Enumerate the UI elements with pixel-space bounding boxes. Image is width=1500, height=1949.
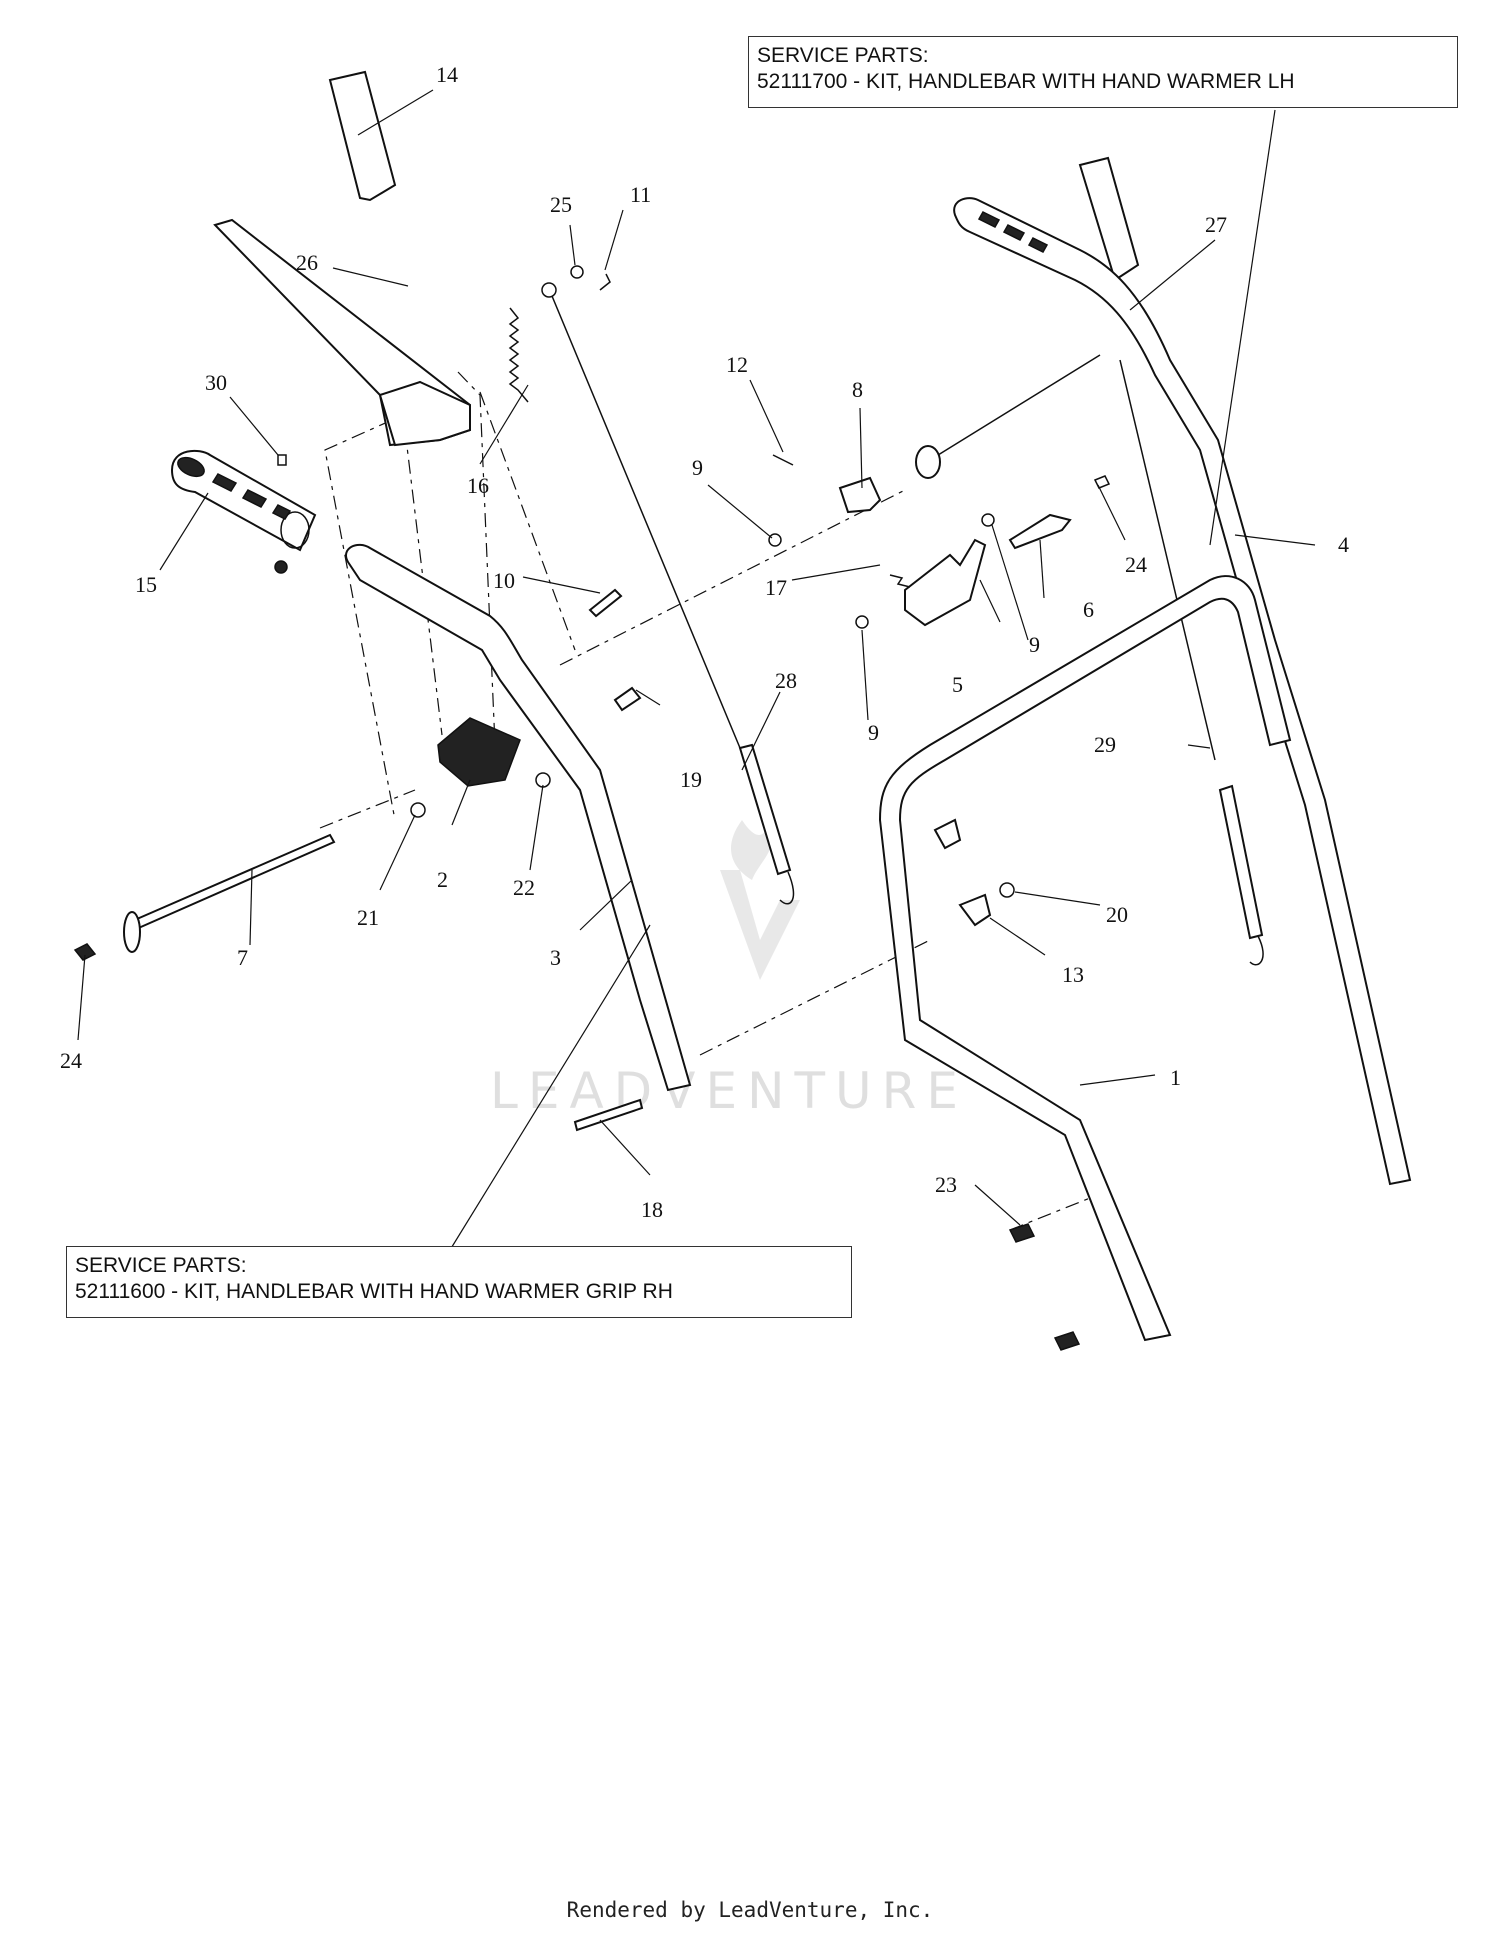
callout-2: 2 (437, 867, 448, 892)
callout-14: 14 (436, 62, 458, 87)
callout-9-b: 9 (1029, 632, 1040, 657)
callout-22: 22 (513, 875, 535, 900)
part-6-pin (1008, 513, 1072, 550)
service-parts-rh-line: 52111600 - KIT, HANDLEBAR WITH HAND WARM… (75, 1280, 673, 1303)
callout-18: 18 (641, 1197, 663, 1222)
part-19-pin (613, 686, 642, 712)
part-15-heated-grip (170, 449, 317, 574)
part-28-cable (541, 282, 795, 905)
service-parts-lh-line: 52111700 - KIT, HANDLEBAR WITH HAND WARM… (757, 70, 1295, 93)
service-parts-rh-box: SERVICE PARTS: 52111600 - KIT, HANDLEBAR… (66, 1246, 852, 1318)
callout-26: 26 (296, 250, 318, 275)
part-24-screw-right (1093, 475, 1111, 489)
part-24-screw-left (73, 943, 97, 961)
callout-12: 12 (726, 352, 748, 377)
callout-1: 1 (1170, 1065, 1181, 1090)
callout-24-a: 24 (60, 1048, 82, 1073)
part-7-rod (123, 833, 336, 953)
part-23-bolt (1008, 1223, 1036, 1243)
part-1-lower-frame (878, 575, 1292, 1342)
part-22-washer (535, 772, 551, 788)
watermark-text: LEADVENTURE (490, 1062, 968, 1120)
part-9-washer-b (981, 513, 995, 527)
part-20-washer (999, 882, 1015, 898)
callout-24-b: 24 (1125, 552, 1147, 577)
callout-10: 10 (493, 568, 515, 593)
part-4-handlebar-lh (915, 156, 1412, 1186)
callout-13: 13 (1062, 962, 1084, 987)
part-10-pin (588, 588, 623, 618)
part-11-clip (599, 273, 611, 291)
callout-9-a: 9 (692, 455, 703, 480)
callout-6: 6 (1083, 597, 1094, 622)
part-8-knob (838, 476, 882, 514)
part-21-washer (410, 802, 426, 818)
callout-15: 15 (135, 572, 157, 597)
part-5-bracket (904, 538, 987, 627)
part-30-screw (277, 454, 287, 466)
callout-4: 4 (1338, 532, 1349, 557)
callout-9-c: 9 (868, 720, 879, 745)
service-parts-lh-box: SERVICE PARTS: 52111700 - KIT, HANDLEBAR… (748, 36, 1458, 108)
callout-labels: 14 26 25 11 30 16 15 12 8 9 17 10 28 19 … (60, 62, 1349, 1222)
callout-29: 29 (1094, 732, 1116, 757)
part-18-bolt (573, 1098, 644, 1132)
callout-20: 20 (1106, 902, 1128, 927)
part-29-cable (1119, 359, 1264, 966)
callout-16: 16 (467, 473, 489, 498)
part-25-washer (570, 265, 584, 279)
callout-8: 8 (852, 377, 863, 402)
callout-17: 17 (765, 575, 787, 600)
callout-5: 5 (952, 672, 963, 697)
part-12-pin (772, 454, 794, 466)
service-parts-lh-heading: SERVICE PARTS: (757, 44, 929, 67)
service-parts-rh-heading: SERVICE PARTS: (75, 1254, 247, 1277)
callout-19: 19 (680, 767, 702, 792)
callout-7: 7 (237, 945, 248, 970)
part-2-switch-block (437, 717, 521, 787)
part-14-handle-cover (328, 70, 397, 202)
part-16-spring (508, 307, 529, 403)
callout-25: 25 (550, 192, 572, 217)
leader-lines (77, 89, 1316, 1251)
part-13-knob (958, 893, 992, 927)
callout-11: 11 (630, 182, 651, 207)
callout-23: 23 (935, 1172, 957, 1197)
callout-27: 27 (1205, 212, 1227, 237)
part-9-washer-a (768, 533, 782, 547)
part-3-handlebar-tube (345, 543, 692, 1092)
callout-28: 28 (775, 668, 797, 693)
leadventure-watermark: LEADVENTURE (490, 820, 968, 1120)
callout-3: 3 (550, 945, 561, 970)
part-23-bolt-lower (1053, 1331, 1081, 1351)
callout-30: 30 (205, 370, 227, 395)
footer-credit: Rendered by LeadVenture, Inc. (566, 1898, 934, 1922)
callout-21: 21 (357, 905, 379, 930)
part-9-washer-c (855, 615, 869, 629)
part-17-spring (889, 574, 911, 588)
